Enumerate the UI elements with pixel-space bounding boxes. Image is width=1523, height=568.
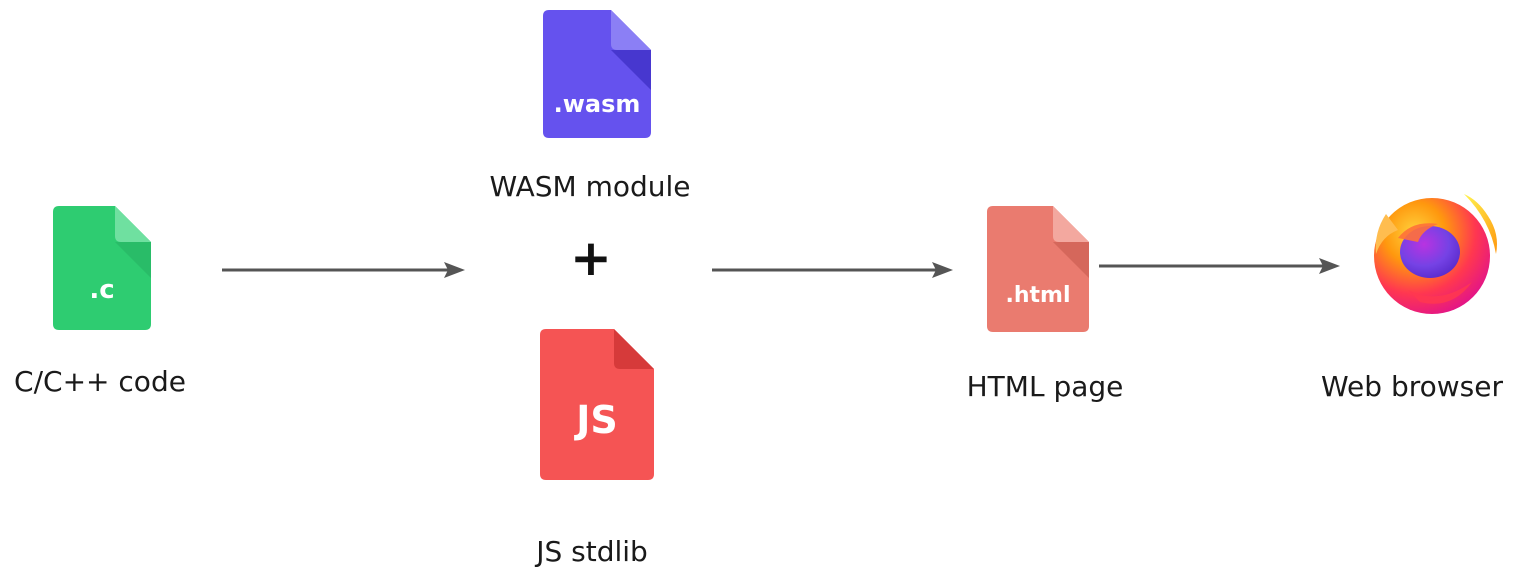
wasm-file-icon: .wasm — [543, 10, 651, 138]
arrow-c-to-wasm — [222, 262, 465, 278]
svg-text:.c: .c — [89, 275, 114, 305]
svg-text:JS: JS — [573, 398, 618, 442]
html-file-icon: .html — [987, 206, 1089, 332]
c-file-icon: .c — [53, 206, 151, 330]
html-page-label: HTML page — [966, 370, 1124, 403]
web-browser-label: Web browser — [1321, 370, 1503, 403]
js-stdlib-label: JS stdlib — [536, 535, 648, 568]
wasm-module-label: WASM module — [489, 170, 691, 203]
arrow-html-to-browser — [1099, 258, 1340, 274]
plus-sign: + — [570, 229, 612, 287]
arrow-wasm-to-html — [712, 262, 953, 278]
svg-text:.html: .html — [1005, 283, 1070, 308]
js-file-icon: JS — [540, 329, 654, 480]
c-code-label: C/C++ code — [14, 365, 186, 398]
svg-text:.wasm: .wasm — [554, 90, 641, 118]
firefox-logo-icon — [1374, 194, 1497, 314]
